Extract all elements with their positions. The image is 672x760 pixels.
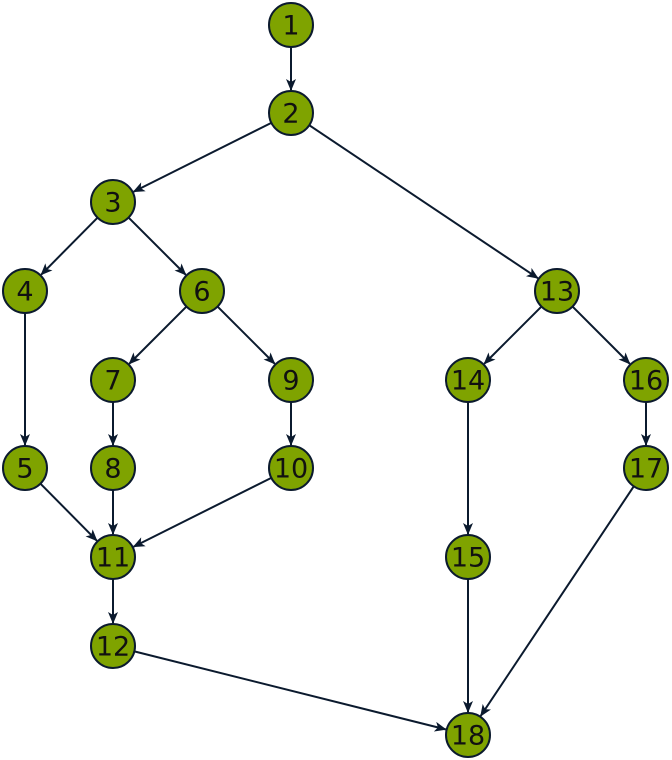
node-label: 17	[629, 454, 663, 485]
node-circle	[90, 445, 136, 491]
edge-5-to-11	[39, 482, 98, 542]
node-circle	[268, 2, 314, 48]
node-circle	[2, 445, 48, 491]
node-label: 15	[451, 543, 485, 574]
node-12: 12	[90, 623, 136, 669]
node-circle	[623, 445, 669, 491]
node-circle	[445, 534, 491, 580]
edge-13-to-16	[571, 305, 631, 365]
node-label: 18	[451, 721, 485, 752]
node-5: 5	[2, 445, 48, 491]
node-label: 1	[282, 11, 299, 42]
node-9: 9	[268, 357, 314, 403]
edge-2-to-13	[308, 124, 539, 280]
node-label: 10	[274, 454, 308, 485]
node-3: 3	[90, 179, 136, 225]
node-8: 8	[90, 445, 136, 491]
node-circle	[623, 357, 669, 403]
edge-10-to-11	[132, 476, 272, 548]
edge-6-to-7	[128, 305, 188, 365]
node-label: 8	[104, 454, 121, 485]
node-circle	[445, 357, 491, 403]
node-label: 11	[96, 543, 130, 574]
node-label: 9	[282, 366, 299, 397]
node-label: 4	[16, 277, 33, 308]
node-circle	[90, 179, 136, 225]
node-1: 1	[268, 2, 314, 48]
node-circle	[90, 534, 136, 580]
node-circle	[445, 712, 491, 758]
edge-3-to-6	[127, 216, 187, 276]
node-label: 14	[451, 366, 485, 397]
node-circle	[90, 357, 136, 403]
node-18: 18	[445, 712, 491, 758]
node-circle	[2, 268, 48, 314]
node-14: 14	[445, 357, 491, 403]
node-label: 16	[629, 366, 663, 397]
node-17: 17	[623, 445, 669, 491]
node-6: 6	[179, 268, 225, 314]
node-label: 6	[193, 277, 210, 308]
node-10: 10	[268, 445, 314, 491]
node-label: 3	[104, 188, 121, 219]
node-circle	[179, 268, 225, 314]
edge-17-to-18	[479, 485, 635, 717]
edge-13-to-14	[483, 305, 543, 365]
node-label: 5	[16, 454, 33, 485]
edge-2-to-3	[132, 121, 272, 193]
node-2: 2	[268, 90, 314, 136]
node-13: 13	[534, 268, 580, 314]
edge-12-to-18	[134, 650, 447, 732]
node-4: 4	[2, 268, 48, 314]
node-11: 11	[90, 534, 136, 580]
node-label: 7	[104, 366, 121, 397]
node-circle	[268, 357, 314, 403]
node-circle	[90, 623, 136, 669]
node-7: 7	[90, 357, 136, 403]
edge-6-to-9	[216, 305, 276, 365]
edges	[20, 47, 651, 732]
node-label: 13	[540, 277, 574, 308]
node-label: 2	[282, 99, 299, 130]
node-15: 15	[445, 534, 491, 580]
node-circle	[534, 268, 580, 314]
node-circle	[268, 445, 314, 491]
node-label: 12	[96, 632, 130, 663]
edge-3-to-4	[40, 216, 99, 276]
node-16: 16	[623, 357, 669, 403]
node-circle	[268, 90, 314, 136]
